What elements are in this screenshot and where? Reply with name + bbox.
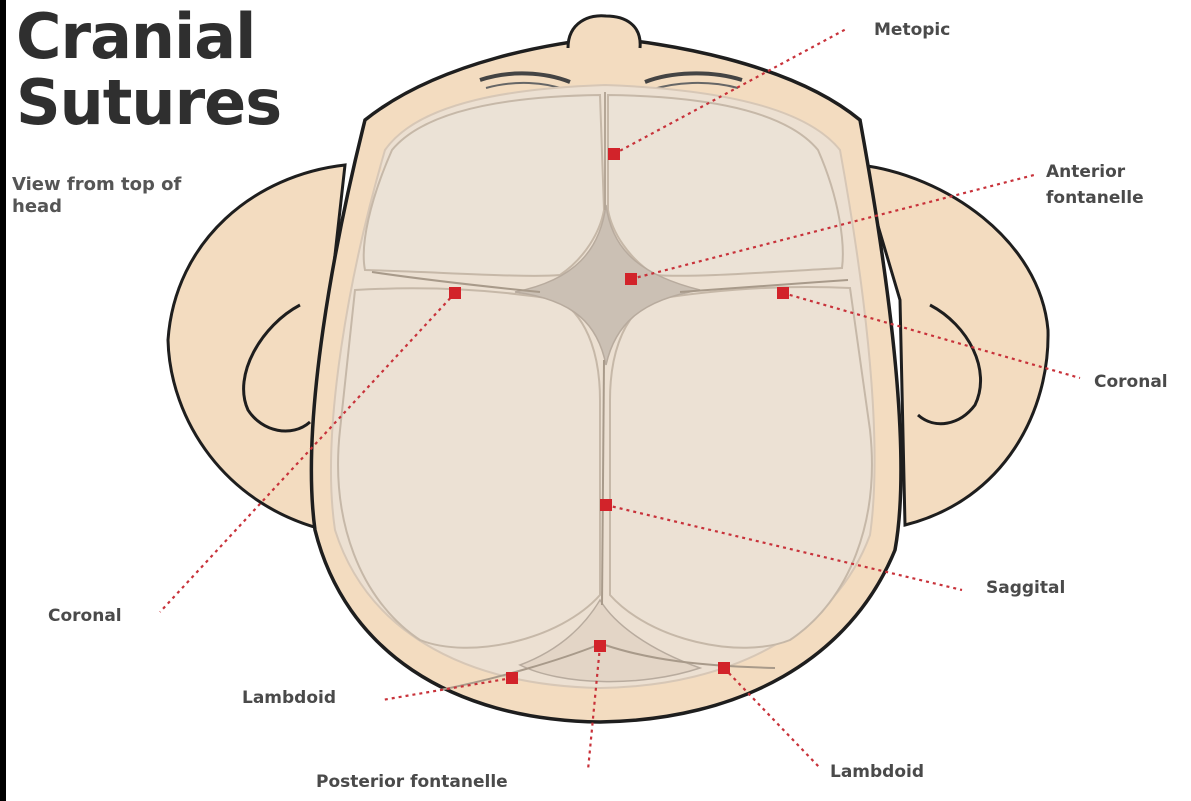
title-line-2: Sutures <box>16 70 281 136</box>
diagram-panel: Cranial Sutures View from top of head Me… <box>6 0 1191 801</box>
label-anterior-fontanelle-line2: fontanelle <box>1046 188 1144 209</box>
marker-coronal-right <box>777 287 789 299</box>
title-line-1: Cranial <box>16 4 281 70</box>
label-metopic: Metopic <box>874 20 950 41</box>
parietal-bone-right <box>610 287 872 648</box>
marker-saggital <box>600 499 612 511</box>
marker-lambdoid-right <box>718 662 730 674</box>
marker-anterior-fontanelle <box>625 273 637 285</box>
nose <box>568 16 640 48</box>
label-posterior-fontanelle: Posterior fontanelle <box>316 772 508 793</box>
label-coronal-left: Coronal <box>48 606 122 627</box>
label-anterior-fontanelle-line1: Anterior <box>1046 162 1125 183</box>
label-lambdoid-right: Lambdoid <box>830 762 924 783</box>
label-saggital: Saggital <box>986 578 1065 599</box>
label-lambdoid-left: Lambdoid <box>242 688 336 709</box>
diagram-title: Cranial Sutures <box>16 4 281 136</box>
label-coronal-right: Coronal <box>1094 372 1168 393</box>
marker-metopic <box>608 148 620 160</box>
marker-coronal-left <box>449 287 461 299</box>
marker-posterior-fontanelle <box>594 640 606 652</box>
parietal-bone-left <box>338 288 600 647</box>
diagram-subtitle: View from top of head <box>12 174 212 218</box>
marker-lambdoid-left <box>506 672 518 684</box>
